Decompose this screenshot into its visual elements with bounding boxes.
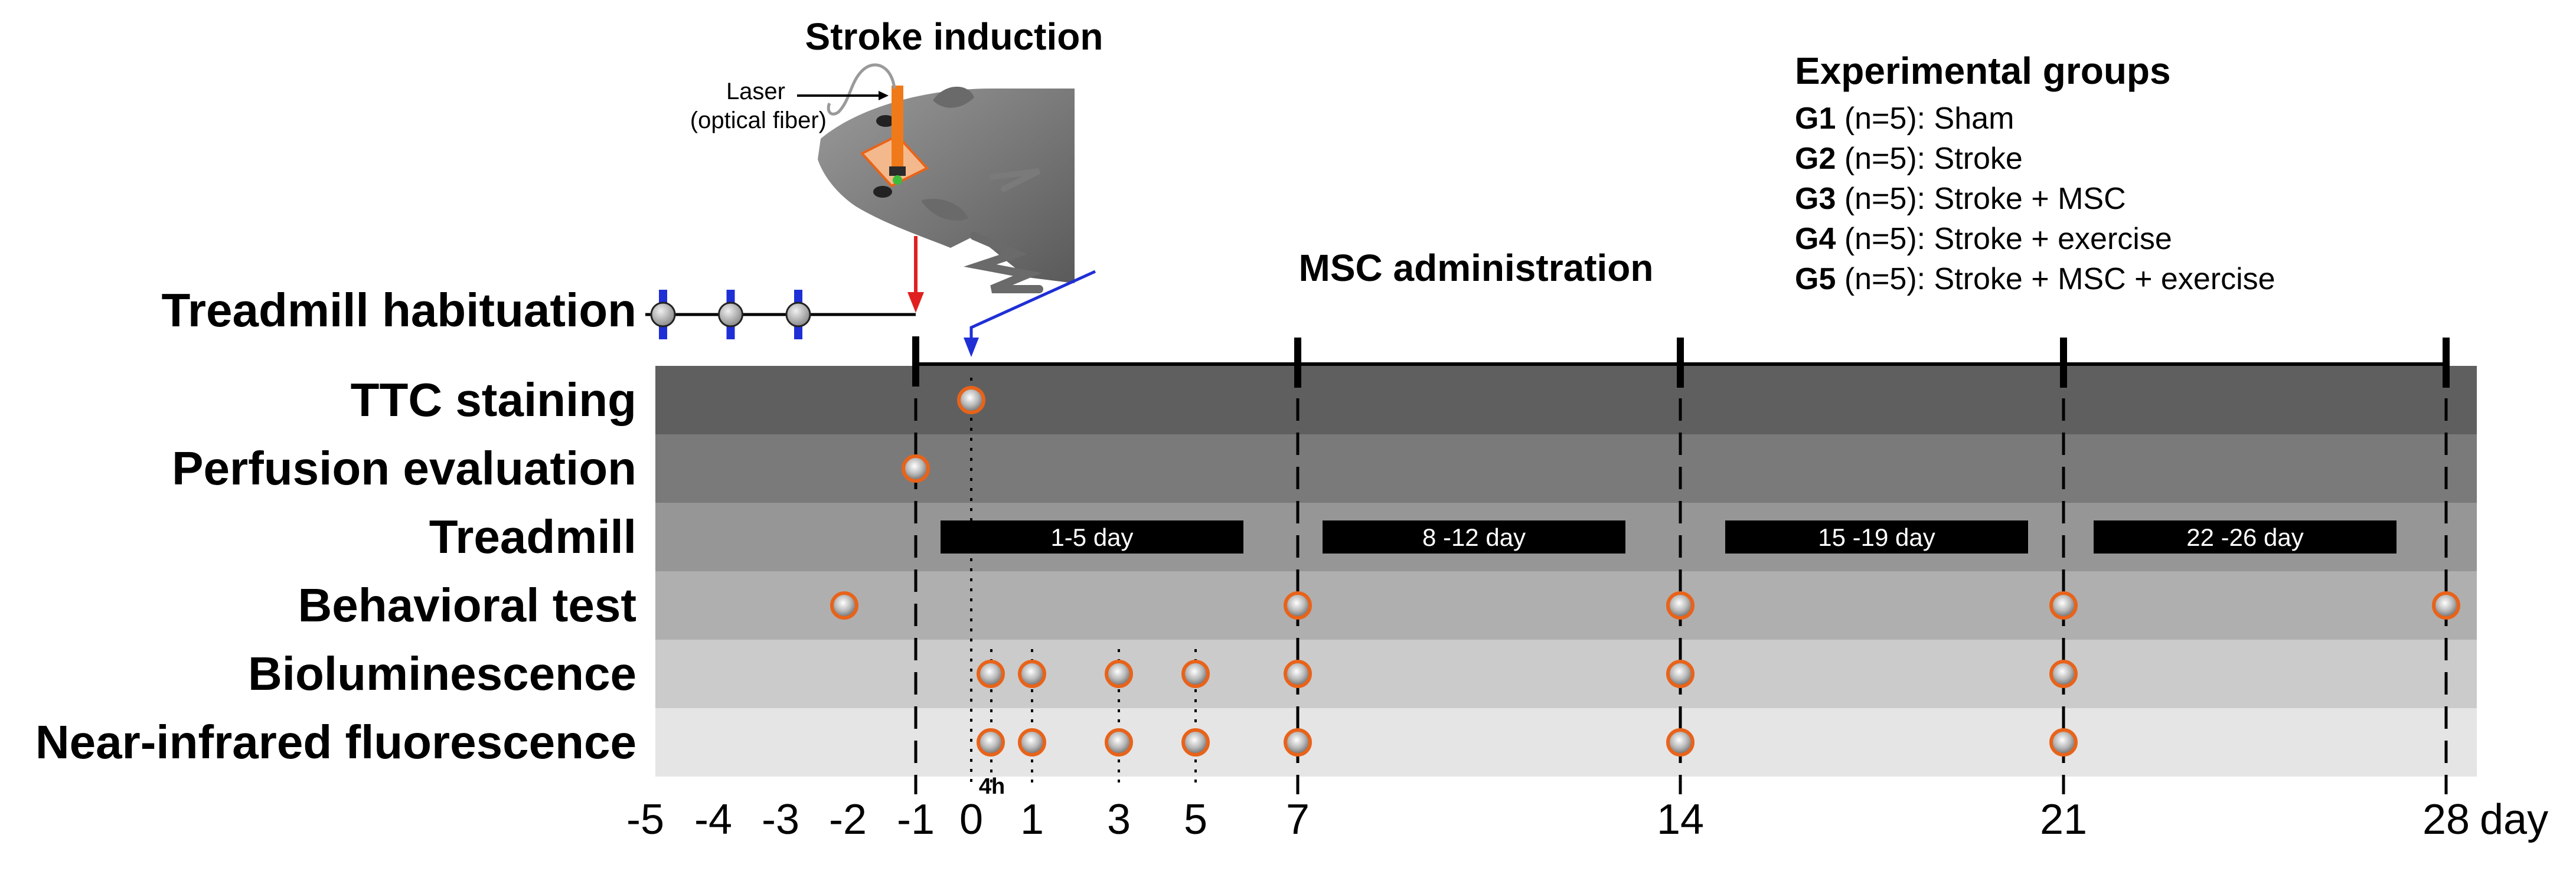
treadmill-bar-label: 22 -26 day [2186,523,2303,551]
group-id: G4 [1795,222,1836,256]
msc-arrow-shaft [969,270,1096,339]
timepoint-marker [957,386,985,414]
axis-tick-label: -5 [626,796,664,843]
row-band [655,640,2477,708]
group-item: G2 (n=5): Stroke [1795,142,2023,176]
axis-tick-label: 5 [1184,796,1207,843]
timepoint-marker [1018,660,1046,688]
timepoint-marker [2049,591,2078,620]
group-id: G2 [1795,142,1836,176]
group-id: G1 [1795,101,1836,136]
mouse-illustration [818,63,1075,293]
treadmill-bar [1323,520,1625,554]
week-tick [912,336,919,387]
axis-tick-label: -2 [829,796,867,843]
row-band [655,571,2477,640]
row-band [655,708,2477,777]
timepoint-marker [1284,728,1312,757]
row-band [655,366,2477,434]
habituation-marker [718,302,743,328]
timepoint-marker [830,591,858,620]
axis-tick-label: 14 [1657,796,1704,843]
laser-label: Laser [726,78,785,104]
group-item: G5 (n=5): Stroke + MSC + exercise [1795,262,2275,296]
timepoint-marker [2432,591,2460,620]
treadmill-bar [941,520,1243,554]
treadmill-bar-label: 15 -19 day [1818,523,1935,551]
laser-sublabel: (optical fiber) [690,107,827,133]
row-label: Near-infrared fluorescence [35,716,636,768]
stroke-induction-title: Stroke induction [805,15,1103,58]
row-label: Treadmill [429,510,636,563]
timepoint-marker [1284,660,1312,688]
group-desc: (n=5): Stroke + exercise [1836,222,2172,256]
habituation-label: Treadmill habituation [161,284,636,336]
msc-arrowhead [964,338,979,357]
timepoint-marker [1666,728,1695,757]
row-label: Bioluminescence [248,647,636,700]
row-label: Perfusion evaluation [172,442,636,495]
row-band [655,434,2477,503]
group-desc: (n=5): Sham [1836,101,2014,136]
timepoint-marker [977,728,1005,757]
treadmill-bar [2094,520,2397,554]
group-id: G5 [1795,262,1836,296]
timepoint-marker [1018,728,1046,757]
axis-tick-label: -1 [897,796,935,843]
axis-tick-label: 7 [1286,796,1310,843]
axis-tick-label: 0 [959,796,983,843]
habituation-marker [785,302,811,328]
axis-tick-label: 1 [1020,796,1044,843]
timepoint-marker [1181,728,1210,757]
axis-tick-label: 3 [1107,796,1131,843]
axis-tick-label: -3 [762,796,799,843]
group-desc: (n=5): Stroke [1836,142,2022,176]
habituation-marker [650,302,676,328]
stroke-arrowhead [907,292,924,313]
group-item: G1 (n=5): Sham [1795,101,2014,136]
timepoint-marker [1666,591,1695,620]
timepoint-marker [2049,660,2078,688]
row-bands [655,366,2477,777]
four-hour-label: 4h [979,774,1005,799]
timepoint-marker [1666,660,1695,688]
axis-tick-label: 21 [2040,796,2087,843]
row-label: TTC staining [351,374,636,426]
timepoint-marker [1284,591,1312,620]
axis-tick-label: 28 [2422,796,2470,843]
timepoint-marker [1181,660,1210,688]
timepoint-marker [902,454,930,483]
axis-unit-label: day [2480,796,2548,843]
timepoint-marker [2049,728,2078,757]
treadmill-bar-label: 8 -12 day [1422,523,1526,551]
treadmill-bar-label: 1-5 day [1050,523,1133,551]
msc-administration-label: MSC administration [1299,247,1654,289]
group-item: G4 (n=5): Stroke + exercise [1795,222,2172,256]
groups-title: Experimental groups [1795,50,2171,92]
timepoint-marker [1105,660,1133,688]
laser-pointer-arrowhead [879,91,889,100]
group-desc: (n=5): Stroke + MSC [1836,182,2126,216]
treadmill-bar [1725,520,2028,554]
axis-tick-label: -4 [694,796,732,843]
timepoint-marker [1105,728,1133,757]
timepoint-marker [977,660,1005,688]
group-id: G3 [1795,182,1836,216]
group-desc: (n=5): Stroke + MSC + exercise [1836,262,2275,296]
group-item: G3 (n=5): Stroke + MSC [1795,182,2126,216]
row-label: Behavioral test [298,579,636,631]
